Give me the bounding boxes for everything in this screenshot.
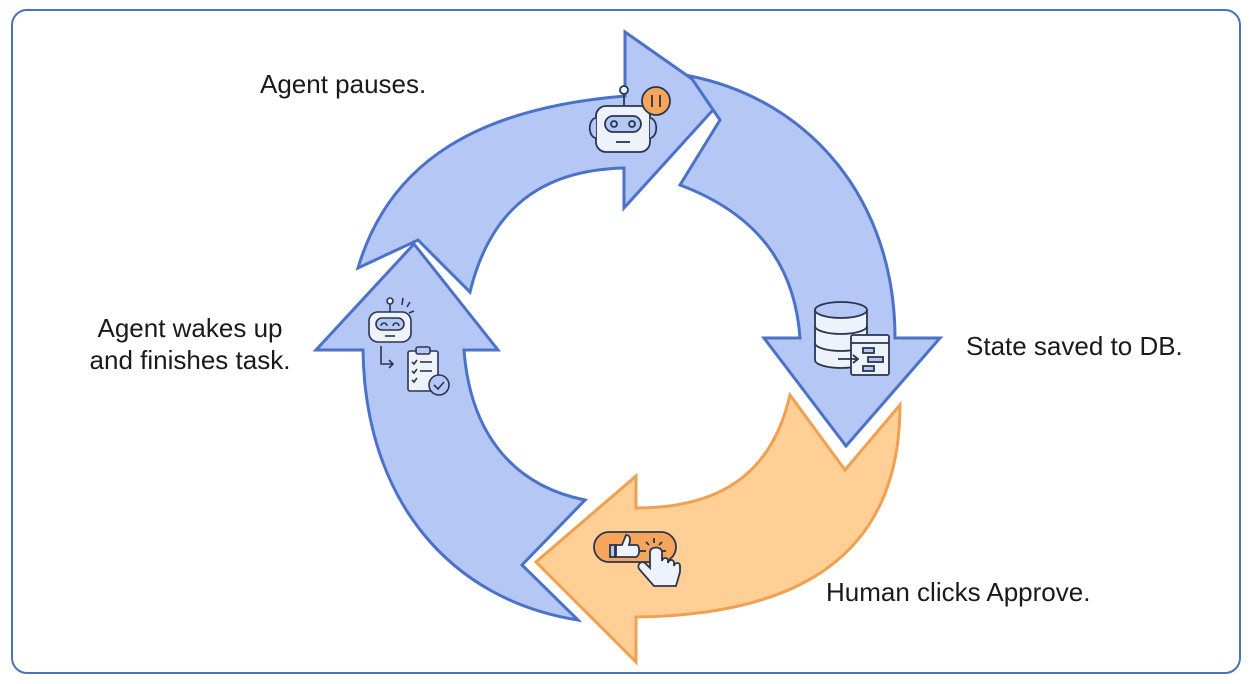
robot-paused-icon: [588, 85, 671, 153]
arrow-save: [677, 73, 944, 449]
arrow-pause: [355, 29, 725, 295]
label-agent-pauses: Agent pauses.: [260, 69, 427, 99]
label-agent-resumes-line1: Agent wakes up: [97, 313, 283, 343]
approve-click-icon: [593, 531, 681, 587]
label-human-approves: Human clicks Approve.: [826, 577, 1091, 607]
label-state-saved: State saved to DB.: [966, 331, 1183, 361]
label-agent-resumes: Agent wakes up and finishes task.: [74, 312, 306, 376]
label-agent-resumes-line2: and finishes task.: [89, 345, 291, 375]
arrow-approve: [533, 391, 902, 666]
database-save-icon: [814, 301, 890, 376]
robot-task-complete-icon: [368, 297, 450, 396]
